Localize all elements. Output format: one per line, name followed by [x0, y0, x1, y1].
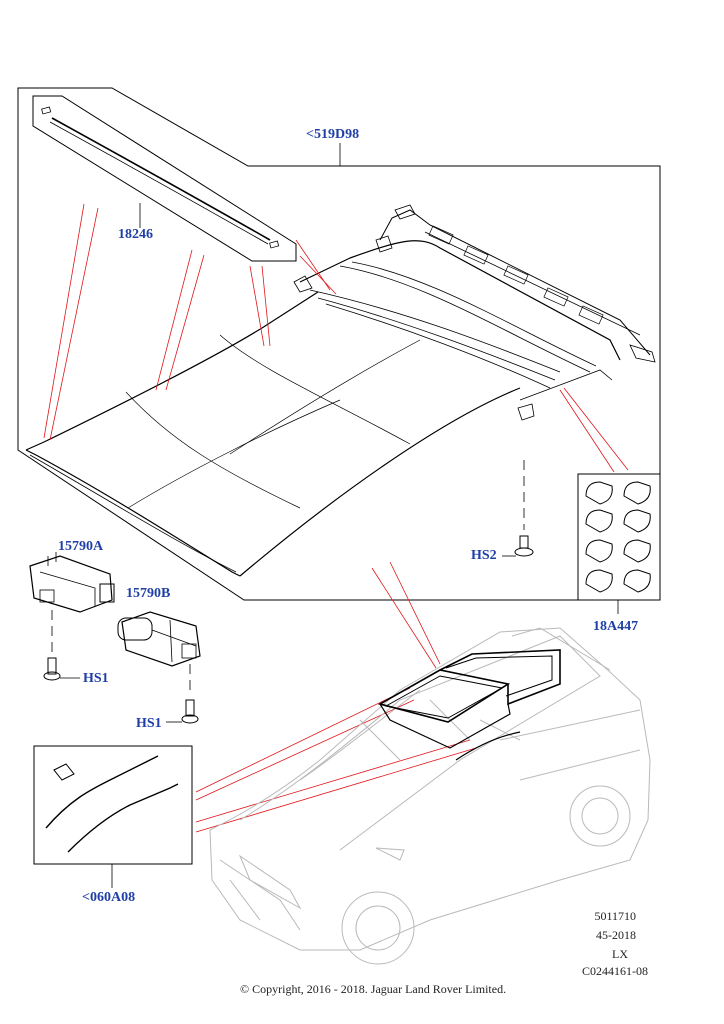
seal-strip-icon: [41, 106, 280, 249]
meta-line-3: LX: [612, 947, 628, 961]
vehicle-icon: [209, 627, 651, 965]
roof-assembly-boundary: [17, 87, 661, 601]
screw-icon: [43, 657, 80, 681]
seal-group-box: [32, 95, 297, 262]
callout-drain-tubes[interactable]: <060A08: [82, 890, 136, 905]
bumper-pad-icon: [585, 481, 651, 593]
callout-screw-hs1-a[interactable]: HS1: [83, 671, 109, 686]
meta-line-4: C0244161-08: [582, 964, 648, 978]
screw-icon: [502, 535, 534, 557]
screw-icon: [166, 699, 199, 724]
drain-tube-icon: [45, 755, 179, 853]
red-leader-lines: [43, 203, 629, 833]
vehicle-sunroof-icon: [377, 649, 561, 761]
sunroof-frame-icon: [293, 204, 656, 421]
sunroof-panel-icon: [25, 291, 521, 577]
meta-line-1: 5011710: [594, 909, 636, 923]
motor-icon: [117, 611, 201, 667]
callout-seal[interactable]: 18246: [118, 227, 153, 242]
callout-screw-hs1-b[interactable]: HS1: [136, 716, 162, 731]
drain-tubes-box: [33, 745, 193, 865]
motor-icon: [29, 552, 115, 613]
callout-roof-assembly[interactable]: <519D98: [306, 127, 360, 142]
callout-motor-a[interactable]: 15790A: [58, 539, 104, 554]
callout-bumpers[interactable]: 18A447: [593, 619, 639, 634]
bumper-pads-box: [577, 473, 661, 601]
callout-screw-hs2[interactable]: HS2: [471, 548, 497, 563]
meta-line-2: 45-2018: [596, 928, 636, 942]
copyright-notice: © Copyright, 2016 - 2018. Jaguar Land Ro…: [240, 982, 507, 996]
callout-motor-b[interactable]: 15790B: [126, 586, 171, 601]
